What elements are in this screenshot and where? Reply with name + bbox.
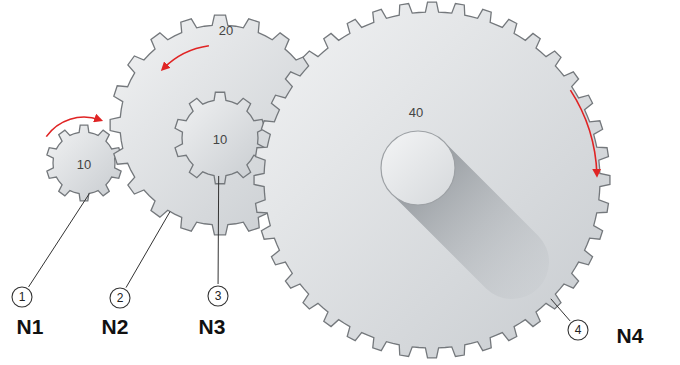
shaft-label: N4	[617, 325, 644, 346]
callout-ring	[110, 288, 130, 308]
rotation-arrow	[163, 46, 209, 69]
leader-line	[29, 194, 90, 287]
gear-teeth	[254, 2, 610, 358]
gear-wheel: 10	[46, 125, 122, 201]
callout-number: 3	[215, 290, 222, 302]
shaft-label: N1	[17, 316, 44, 337]
shaft-label: N2	[102, 316, 129, 337]
callout-circle: 3	[207, 285, 229, 307]
callout-number: 2	[117, 292, 124, 304]
gear-teeth	[175, 92, 265, 184]
gear-hub	[381, 131, 455, 205]
tooth-count: 10	[213, 133, 227, 146]
leader-line	[218, 176, 220, 284]
callout-circle: 1	[11, 286, 33, 308]
leader-line	[551, 299, 570, 321]
callout-ring	[208, 286, 228, 306]
callout-circle: 2	[109, 287, 131, 309]
gear-wheel: 10	[174, 92, 266, 184]
callout-number: 1	[19, 291, 26, 303]
gear-wheel: 40	[254, 2, 610, 358]
rotation-arrow	[570, 90, 597, 174]
callout-ring	[12, 287, 32, 307]
callout-number: 4	[575, 324, 582, 336]
leader-line	[126, 212, 170, 288]
tooth-count: 10	[77, 158, 91, 171]
tooth-count: 40	[409, 106, 423, 119]
gear-shape	[254, 2, 610, 358]
rotation-arrow	[46, 117, 99, 137]
callout-circle: 4	[567, 319, 589, 341]
callout-ring	[568, 320, 588, 340]
shaft-label: N3	[199, 316, 226, 337]
gear-teeth	[47, 125, 121, 201]
tooth-count: 20	[219, 24, 233, 37]
